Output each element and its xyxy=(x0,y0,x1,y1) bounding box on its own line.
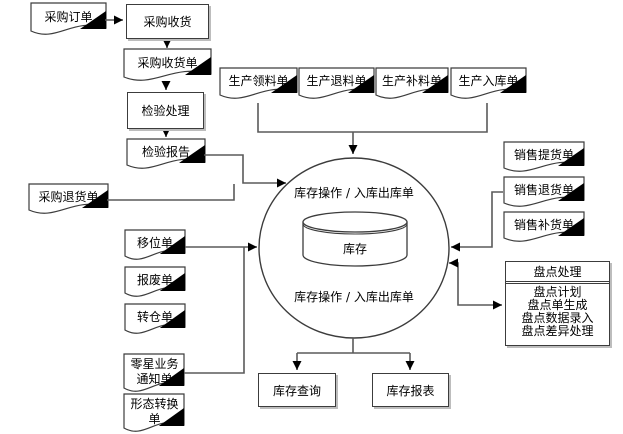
doc-transfer-order-fold-icon xyxy=(159,310,185,328)
process-inventory-report-label: 库存报表 xyxy=(386,383,435,398)
process-inspection: 检验处理 xyxy=(127,92,204,129)
connector-hub-to-stocktake xyxy=(449,262,502,306)
doc-production-requisition-fold-icon xyxy=(271,75,297,93)
doc-production-inbound-fold-icon xyxy=(500,75,526,93)
process-inspection-label: 检验处理 xyxy=(141,104,190,118)
process-purchase-receiving: 采购收货 xyxy=(126,4,209,39)
doc-production-return-fold-icon xyxy=(348,75,374,93)
doc-move-order-fold-icon xyxy=(159,236,185,254)
stocktake-item-variance-processing: 盘点差异处理 xyxy=(521,324,594,338)
process-inventory-report: 库存报表 xyxy=(372,373,449,407)
connector-report-to-hub-arrowhead-icon xyxy=(277,178,286,188)
process-inventory-query-label: 库存查询 xyxy=(272,383,321,398)
stocktake-item-data-entry: 盘点数据录入 xyxy=(521,311,594,325)
connector-purchase-return-join xyxy=(107,184,235,201)
connector-left-collector xyxy=(184,247,245,374)
connector-sales-to-hub-arrowhead-icon xyxy=(451,242,460,252)
connector-receipt-to-inspection-arrowhead-icon xyxy=(161,81,171,90)
doc-misc-business-notice-fold-icon xyxy=(158,368,184,386)
doc-scrap-order-fold-icon xyxy=(159,273,185,291)
connector-report-to-hub xyxy=(204,154,286,184)
connector-sales-to-hub xyxy=(451,191,503,248)
process-inventory-query: 库存查询 xyxy=(258,373,336,407)
connector-to-inventory-report-arrowhead-icon xyxy=(405,361,415,370)
doc-purchase-receipt xyxy=(123,48,212,81)
doc-purchase-return-fold-icon xyxy=(82,190,108,208)
connector-purchase-order-to-receiving-arrowhead-icon xyxy=(114,15,123,25)
stocktake-item-plan: 盘点计划 xyxy=(533,285,582,299)
connector-hub-to-stocktake-arrowhead-icon xyxy=(493,300,502,310)
connector-receiving-to-receipt-arrowhead-icon xyxy=(162,39,172,48)
doc-purchase-receipt-fold-icon xyxy=(185,57,211,75)
process-purchase-receiving-label: 采购收货 xyxy=(143,15,192,29)
connector-inspection-to-report-arrowhead-icon xyxy=(161,128,171,137)
stocktake-panel: 盘点处理 盘点计划 盘点单生成 盘点数据录入 盘点差异处理 xyxy=(505,261,610,346)
doc-sales-pickup-fold-icon xyxy=(558,148,584,166)
doc-sales-return-fold-icon xyxy=(558,183,584,201)
connector-production-to-hub-arrowhead-icon xyxy=(348,145,358,154)
doc-inspection-report-fold-icon xyxy=(179,145,205,163)
stocktake-items: 盘点计划 盘点单生成 盘点数据录入 盘点差异处理 xyxy=(506,284,609,338)
doc-purchase-order-fold-icon xyxy=(80,11,106,29)
connector-move-order-to-hub-arrowhead-icon xyxy=(248,242,257,252)
inventory-cylinder-top xyxy=(302,211,408,233)
connector-to-inventory-query-arrowhead-icon xyxy=(292,361,302,370)
stocktake-header: 盘点处理 xyxy=(506,262,609,284)
connector-stocktake-to-hub-arrowhead-icon xyxy=(449,258,458,268)
doc-sales-replenish-fold-icon xyxy=(558,218,584,236)
connector-production-collector xyxy=(257,103,488,133)
inventory-cylinder-rim xyxy=(302,223,408,235)
stocktake-item-sheet-generation: 盘点单生成 xyxy=(527,298,588,312)
doc-production-supplement-fold-icon xyxy=(422,75,448,93)
doc-form-conversion-fold-icon xyxy=(158,408,184,426)
doc-purchase-order xyxy=(30,2,107,35)
